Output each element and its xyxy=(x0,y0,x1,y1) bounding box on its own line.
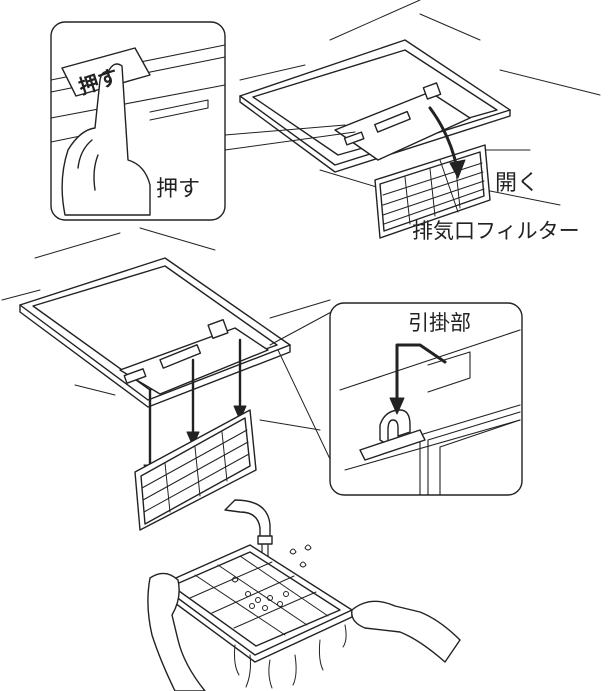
insert-arrow xyxy=(395,343,447,402)
open-label: 開く xyxy=(495,171,539,196)
washing-step xyxy=(147,499,461,691)
exhaust-filter-removed xyxy=(134,409,257,531)
water-splash xyxy=(231,544,312,611)
hook-callout xyxy=(329,302,523,496)
exhaust-filter-label: 排気口フィルター xyxy=(412,219,580,243)
finger-hand-icon xyxy=(61,63,151,216)
filter-washing xyxy=(159,544,353,663)
ceiling-panel xyxy=(239,39,511,173)
insert-arrow-head xyxy=(389,397,405,415)
panel-open-step xyxy=(239,0,601,239)
ceiling-lines-2 xyxy=(1,227,331,431)
water-drips xyxy=(234,624,347,689)
panel-remove-step xyxy=(1,227,341,531)
hook-leader xyxy=(269,309,336,346)
left-hand-icon xyxy=(147,572,206,691)
push-label: 押す xyxy=(156,177,200,202)
open-arrow-head xyxy=(449,159,466,179)
right-hand-icon xyxy=(351,600,461,663)
push-callout xyxy=(50,21,356,221)
hook-label: 引掛部 xyxy=(408,311,471,335)
remove-arrows xyxy=(148,338,242,472)
faucet-icon xyxy=(224,499,273,545)
hook-shape xyxy=(359,409,426,461)
filter-leader xyxy=(439,159,459,213)
exhaust-grille xyxy=(334,82,471,161)
